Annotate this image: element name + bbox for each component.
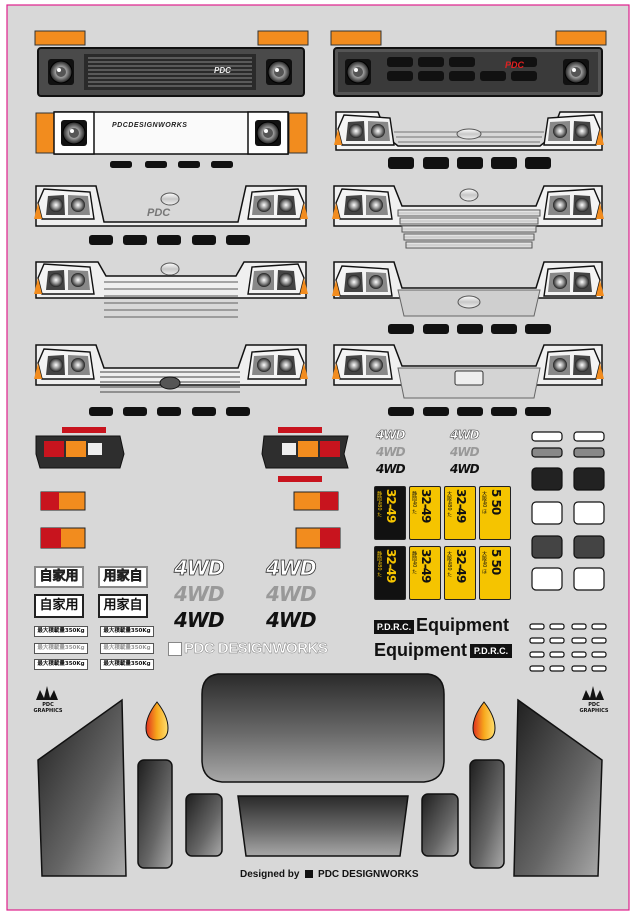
grille-1-badge: PDC bbox=[214, 66, 231, 75]
grille-6 bbox=[331, 185, 605, 249]
kanji-box-4: 用家自 bbox=[98, 594, 148, 618]
kanji-box-1: 自家用 bbox=[34, 566, 84, 588]
fwd-small-6: 4WD bbox=[450, 462, 480, 476]
crown-text-right: PDC GRAPHICS bbox=[579, 702, 609, 714]
crown-logos bbox=[36, 686, 604, 700]
grille-9 bbox=[33, 344, 309, 416]
load-label-4: 最大積載量350Kg bbox=[100, 643, 154, 654]
kanji-box-2: 用家自 bbox=[98, 566, 148, 588]
fwd-large-6: 4WD bbox=[266, 608, 317, 632]
fwd-large-5: 4WD bbox=[174, 608, 225, 632]
equipment-text-1: Equipment bbox=[416, 615, 509, 635]
marker-drops bbox=[145, 701, 496, 741]
grille-10 bbox=[331, 344, 605, 416]
kanji-box-3: 自家用 bbox=[34, 594, 84, 618]
brand-logo-icon bbox=[168, 642, 182, 656]
prc-label-2: P.D.R.C. bbox=[470, 644, 512, 658]
brand-banner: PDC DESIGNWORKS bbox=[168, 640, 358, 658]
prc-label-1: P.D.R.C. bbox=[374, 620, 414, 634]
grille-3 bbox=[35, 111, 308, 168]
equipment-text-2: Equipment bbox=[374, 640, 467, 660]
fwd-small-1: 4WD bbox=[376, 428, 406, 443]
grille-8 bbox=[331, 261, 605, 334]
grille-5 bbox=[33, 185, 309, 245]
brand-banner-text: PDC DESIGNWORKS bbox=[184, 640, 328, 657]
crown-text-left: PDC GRAPHICS bbox=[33, 702, 63, 714]
tail-lights bbox=[35, 427, 349, 549]
grille-2 bbox=[330, 30, 607, 97]
grille-7 bbox=[33, 261, 309, 318]
grille-2-badge: PDC bbox=[505, 60, 525, 70]
footer-logo-icon bbox=[305, 870, 314, 878]
fwd-large-2: 4WD bbox=[266, 556, 317, 581]
grille-4 bbox=[333, 111, 605, 169]
footer-credit: Designed by PDC DESIGNWORKS bbox=[240, 869, 419, 883]
fwd-small-4: 4WD bbox=[450, 445, 480, 459]
grille-1 bbox=[34, 30, 309, 97]
footer-prefix: Designed by bbox=[240, 869, 300, 880]
footer-brand: PDC DESIGNWORKS bbox=[318, 869, 419, 880]
fwd-small-2: 4WD bbox=[450, 428, 480, 443]
fwd-small-5: 4WD bbox=[376, 462, 406, 476]
grille-5-badge: PDC bbox=[147, 207, 171, 219]
glass-panels bbox=[37, 673, 603, 877]
load-label-1: 最大積載量350Kg bbox=[34, 626, 88, 637]
lens-column bbox=[529, 431, 607, 672]
fwd-small-3: 4WD bbox=[376, 445, 406, 459]
grille-3-badge: PDCDESIGNWORKS bbox=[112, 122, 188, 129]
load-label-2: 最大積載量350Kg bbox=[100, 626, 154, 637]
fwd-large-1: 4WD bbox=[174, 556, 225, 581]
load-label-6: 最大積載量350Kg bbox=[100, 659, 154, 670]
fwd-large-4: 4WD bbox=[266, 582, 317, 606]
load-label-3: 最大積載量350Kg bbox=[34, 643, 88, 654]
fwd-large-3: 4WD bbox=[174, 582, 225, 606]
load-label-5: 最大積載量350Kg bbox=[34, 659, 88, 670]
